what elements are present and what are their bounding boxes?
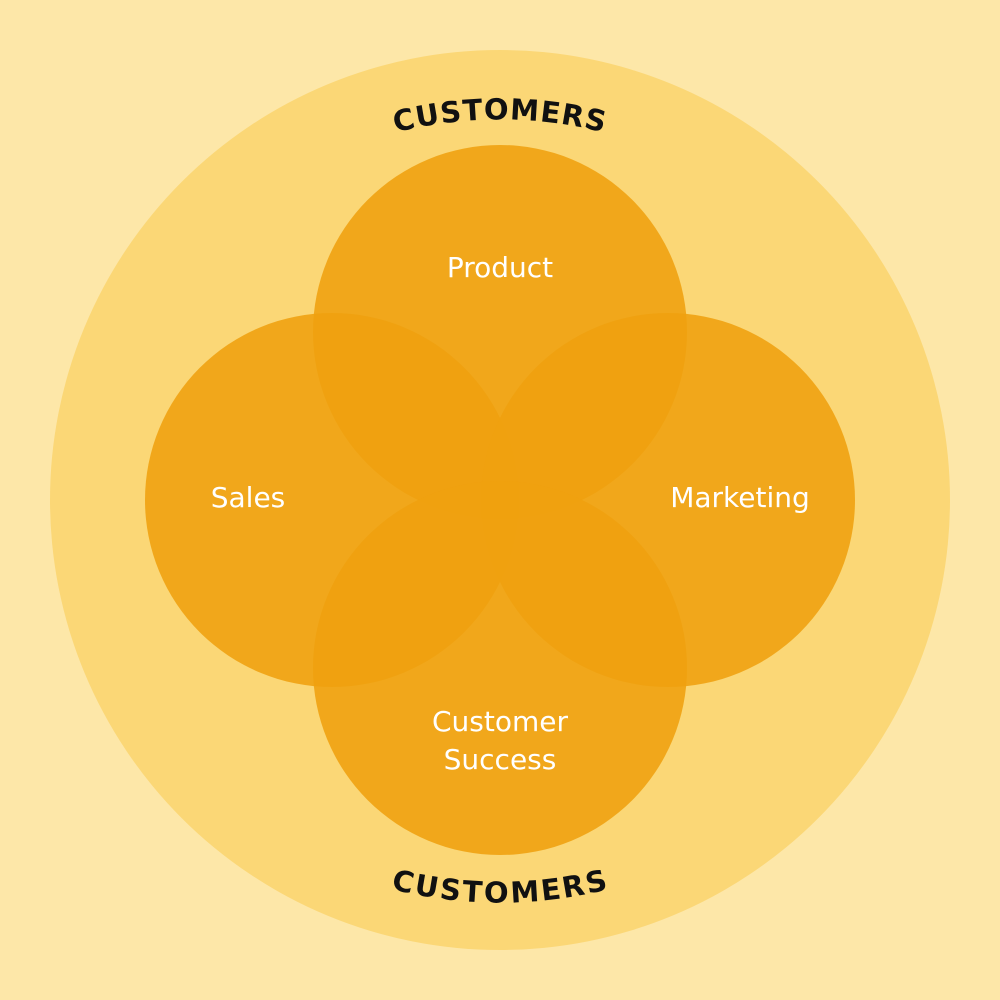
marketing-label: Marketing <box>670 481 810 514</box>
customer-success-label-line1: Customer <box>432 705 568 738</box>
sales-label: Sales <box>211 481 286 514</box>
inner-circles <box>145 145 855 855</box>
product-label: Product <box>447 251 553 284</box>
customer-success-circle <box>313 481 687 855</box>
customer-success-label-line2: Success <box>444 743 557 776</box>
